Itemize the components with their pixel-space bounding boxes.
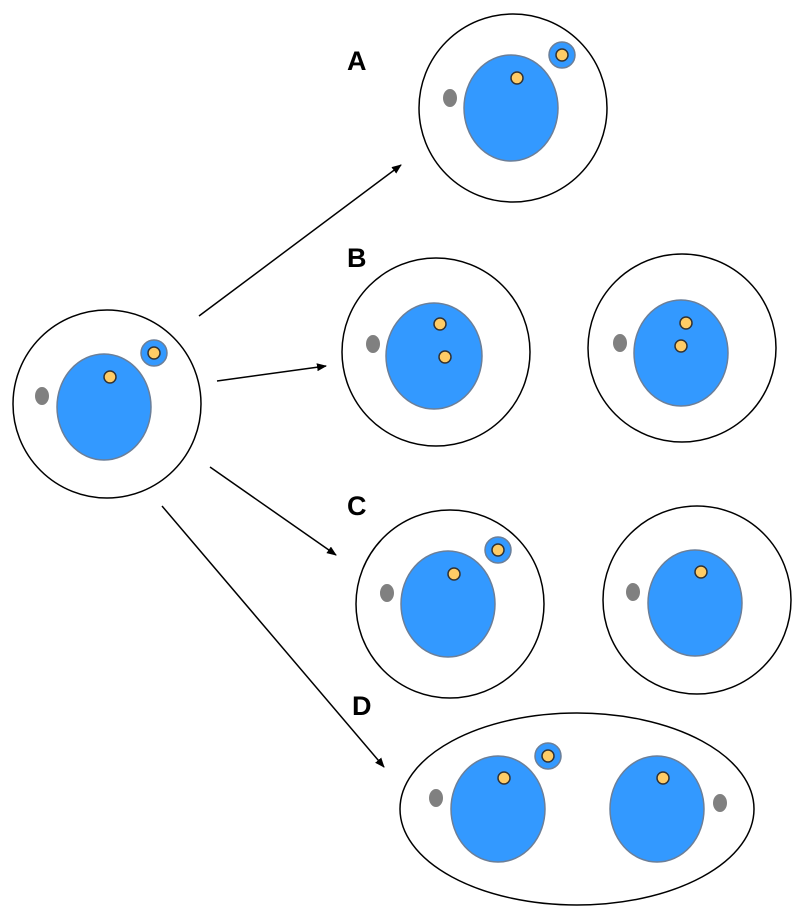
nucleus <box>56 353 152 461</box>
granule <box>103 370 117 384</box>
arrow-icon <box>216 363 327 382</box>
granule <box>679 316 693 330</box>
option-c-label: C <box>347 491 367 521</box>
small-body-granule <box>491 543 505 557</box>
granule <box>674 339 688 353</box>
option-b-label: B <box>347 243 367 273</box>
daughter-cell <box>587 253 777 443</box>
arrow-icon <box>161 505 385 768</box>
option-d-label: D <box>352 691 372 721</box>
option-d: D <box>352 691 755 906</box>
nucleus-right-group <box>609 755 727 863</box>
granule <box>694 565 708 579</box>
nucleus <box>633 299 729 407</box>
small-body-granule <box>147 346 161 360</box>
granule <box>433 317 447 331</box>
grey-body <box>443 89 457 107</box>
arrow-icon <box>209 466 337 556</box>
nucleus <box>450 755 546 863</box>
nucleus <box>463 54 559 162</box>
grey-body <box>713 794 727 812</box>
daughter-cell <box>355 509 545 699</box>
granule <box>656 771 670 785</box>
granule <box>447 567 461 581</box>
option-b: B <box>341 243 777 447</box>
granule <box>510 71 524 85</box>
daughter-cell <box>341 257 531 447</box>
option-c: C <box>347 491 792 699</box>
nucleus <box>385 302 483 410</box>
grey-body <box>35 387 49 405</box>
option-a: A <box>347 13 608 203</box>
nucleus <box>609 755 705 863</box>
arrow-icon <box>198 164 402 317</box>
small-body-granule <box>541 749 555 763</box>
daughter-cell <box>602 505 792 695</box>
grey-body <box>626 583 640 601</box>
grey-body <box>429 789 443 807</box>
nucleus-left-group <box>429 742 562 863</box>
option-a-label: A <box>347 46 367 76</box>
granule <box>438 350 452 364</box>
arrows <box>161 164 402 768</box>
grey-body <box>380 584 394 602</box>
nucleus <box>400 550 496 658</box>
grey-body <box>613 334 627 352</box>
grey-body <box>366 335 380 353</box>
granule <box>497 771 511 785</box>
source-cell <box>12 309 202 499</box>
nucleus <box>647 549 743 657</box>
small-body-granule <box>555 48 569 62</box>
